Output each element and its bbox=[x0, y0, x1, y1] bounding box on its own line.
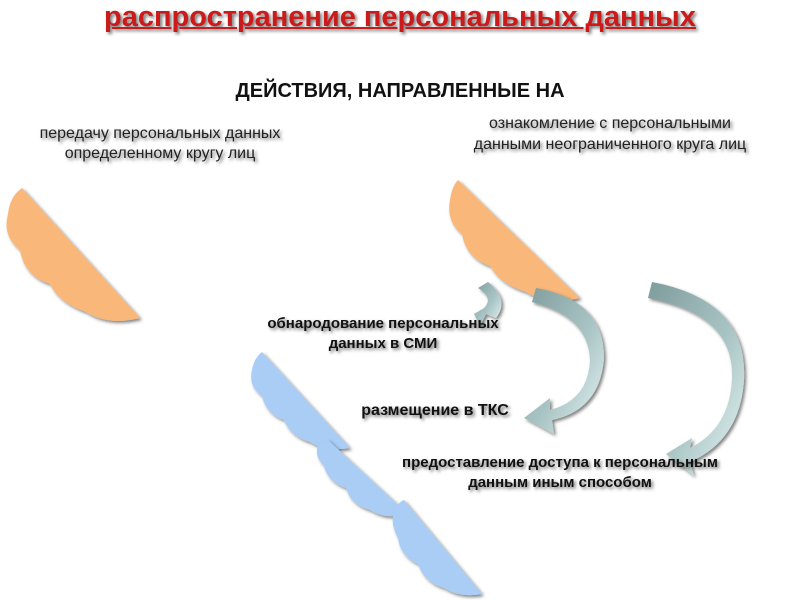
right-category-label: ознакомление с персональными данными нео… bbox=[473, 115, 747, 153]
left-orange-shape bbox=[6, 188, 140, 321]
arrow-to-smi bbox=[474, 282, 502, 326]
blue-shape-3 bbox=[392, 500, 482, 596]
left-category-label: передачу персональных данных определенно… bbox=[39, 125, 281, 162]
blue-shape-1 bbox=[251, 352, 350, 450]
arrow-to-other bbox=[648, 282, 745, 476]
blue-shape-2 bbox=[316, 440, 408, 517]
diagram-heading: ДЕЙСТВИЯ, НАПРАВЛЕННЫЕ НА bbox=[235, 80, 565, 102]
arrow-to-tks bbox=[524, 288, 604, 434]
right-orange-shape bbox=[449, 180, 580, 301]
page-title: распространение персональных данных bbox=[104, 1, 696, 33]
sub-item-smi: обнародование персональных данных в СМИ bbox=[267, 315, 499, 352]
sub-item-other-way: предоставление доступа к персональным да… bbox=[402, 454, 718, 491]
sub-item-tks: размещение в ТКС bbox=[361, 402, 509, 419]
